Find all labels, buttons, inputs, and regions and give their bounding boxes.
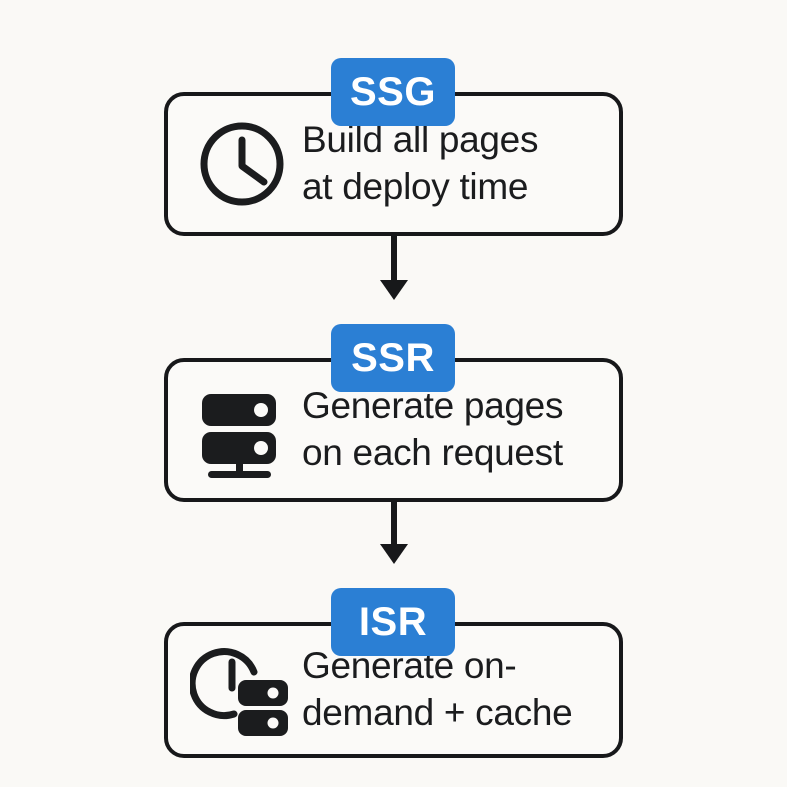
stage-card-ssr: Generate pages on each request [164, 358, 623, 502]
stage-text-ssr: Generate pages on each request [302, 385, 564, 473]
arrow-head [380, 544, 408, 564]
clock-server-icon [190, 638, 294, 742]
arrow-shaft [391, 502, 397, 545]
stage-isr: ISR Generate on- demand + cache [164, 588, 623, 758]
clock-icon [190, 112, 294, 216]
arrow-head [380, 280, 408, 300]
stage-ssr: SSR Generate pages on each request [164, 324, 623, 502]
arrow-ssr-to-isr [380, 502, 408, 564]
stage-ssg: SSG Build all pages at deploy time [164, 58, 623, 236]
arrow-ssg-to-ssr [380, 236, 408, 300]
stage-badge-ssg: SSG [331, 58, 455, 126]
stage-badge-isr: ISR [331, 588, 455, 656]
stage-text-isr: Generate on- demand + cache [302, 645, 573, 733]
arrow-shaft [391, 236, 397, 281]
stage-badge-ssr: SSR [331, 324, 455, 392]
server-icon [190, 378, 294, 482]
stage-text-ssg: Build all pages at deploy time [302, 119, 539, 207]
